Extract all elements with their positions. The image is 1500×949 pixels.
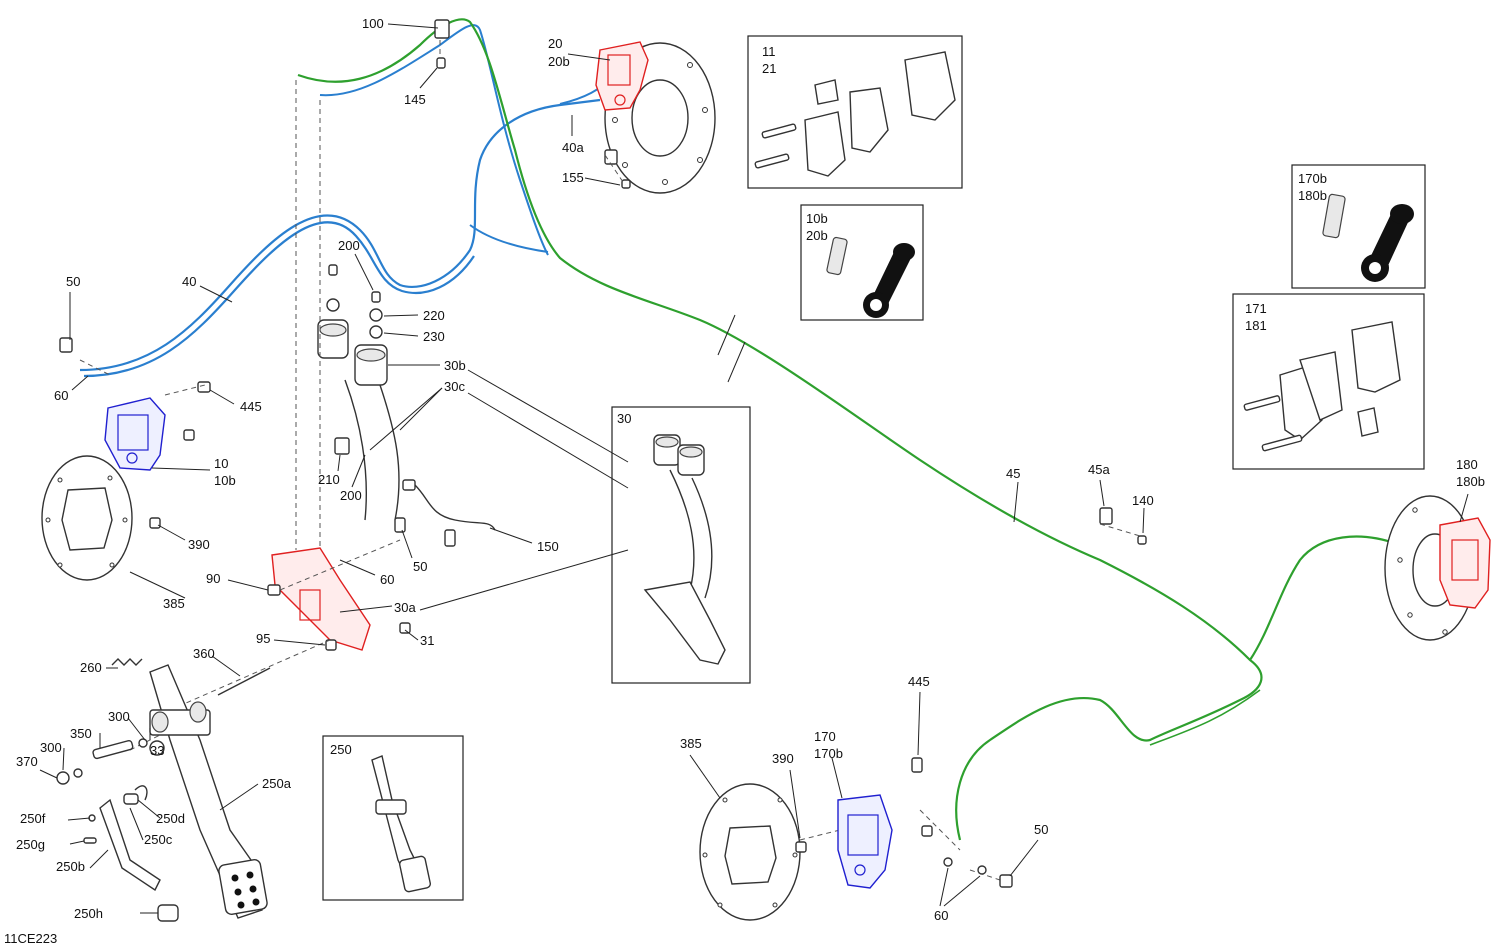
callout-45: 45: [1006, 466, 1020, 481]
inset-pads-rear: 171 181: [1232, 293, 1425, 470]
callout-90: 90: [206, 571, 220, 586]
front-left-caliper: [104, 397, 166, 471]
callout-40a: 40a: [562, 140, 584, 155]
callout-40: 40: [182, 274, 196, 289]
leader-lines: [39, 23, 1469, 914]
box-label-21: 21: [762, 61, 776, 76]
inset-master-cylinder: 30: [611, 406, 751, 684]
box-label-11: 11: [762, 44, 776, 59]
callout-170: 170: [814, 729, 836, 744]
callout-labels: 100 145 20 20b 40a 155 50 40 60 445 10 1…: [16, 16, 1485, 923]
box-label-181: 181: [1245, 318, 1267, 333]
callout-360: 360: [193, 646, 215, 661]
callout-390-front: 390: [188, 537, 210, 552]
rear-left-caliper: [795, 757, 1013, 889]
callout-60-rear: 60: [934, 908, 948, 923]
callout-155: 155: [562, 170, 584, 185]
callout-300-lower: 300: [40, 740, 62, 755]
callout-60-mid: 60: [380, 572, 394, 587]
assembly-lines: [79, 40, 1141, 881]
callout-50-rear: 50: [1034, 822, 1048, 837]
front-right-caliper: [595, 41, 649, 111]
callout-250c: 250c: [144, 832, 173, 847]
inset-bleeder-rear: 170b 180b: [1291, 164, 1426, 289]
rear-left-disc: [699, 783, 801, 921]
master-cylinder: [271, 547, 371, 651]
callout-95: 95: [256, 631, 270, 646]
callout-250h: 250h: [74, 906, 103, 921]
reservoirs: [317, 319, 400, 521]
callout-31: 31: [420, 633, 434, 648]
callout-50-front: 50: [66, 274, 80, 289]
callout-30b: 30b: [444, 358, 466, 373]
callout-10b: 10b: [214, 473, 236, 488]
callout-30c: 30c: [444, 379, 465, 394]
rear-right-caliper: [1439, 517, 1491, 609]
box-label-170b: 170b: [1298, 171, 1327, 186]
callout-20b: 20b: [548, 54, 570, 69]
front-right-disc: [604, 42, 716, 194]
box-label-20b: 20b: [806, 228, 828, 243]
box-label-10b: 10b: [806, 211, 828, 226]
callout-300-upper: 300: [108, 709, 130, 724]
inset-pads-front: 11 21: [747, 35, 963, 189]
callout-200-top: 200: [338, 238, 360, 253]
callout-30a: 30a: [394, 600, 416, 615]
callout-350: 350: [70, 726, 92, 741]
callout-220: 220: [423, 308, 445, 323]
callout-230: 230: [423, 329, 445, 344]
callout-180: 180: [1456, 457, 1478, 472]
callout-145: 145: [404, 92, 426, 107]
callout-200-mid: 200: [340, 488, 362, 503]
box-label-180b: 180b: [1298, 188, 1327, 203]
inset-pedal: 250: [322, 735, 464, 901]
callout-60-front: 60: [54, 388, 68, 403]
small-hardware: [59, 19, 1147, 651]
callout-385-rear: 385: [680, 736, 702, 751]
pedal-small-parts: [56, 658, 271, 922]
callout-250f: 250f: [20, 811, 46, 826]
callout-260: 260: [80, 660, 102, 675]
callout-100: 100: [362, 16, 384, 31]
callout-10: 10: [214, 456, 228, 471]
callout-385-front: 385: [163, 596, 185, 611]
front-left-disc: [41, 455, 133, 581]
brake-pedal: [149, 664, 268, 919]
callout-180b: 180b: [1456, 474, 1485, 489]
box-label-250: 250: [330, 742, 352, 757]
callout-250g: 250g: [16, 837, 45, 852]
callout-250a: 250a: [262, 776, 292, 791]
callout-250d: 250d: [156, 811, 185, 826]
inset-bleeder-front: 10b 20b: [800, 204, 924, 321]
callout-20: 20: [548, 36, 562, 51]
callout-370: 370: [16, 754, 38, 769]
diagram-id: 11CE223: [4, 931, 57, 946]
callout-170b: 170b: [814, 746, 843, 761]
callout-445-front: 445: [240, 399, 262, 414]
callout-210: 210: [318, 472, 340, 487]
box-label-171: 171: [1245, 301, 1267, 316]
callout-45a: 45a: [1088, 462, 1110, 477]
callout-33: 33: [150, 743, 164, 758]
front-brake-line: [79, 24, 616, 378]
callout-445-rear: 445: [908, 674, 930, 689]
callout-50-mid: 50: [413, 559, 427, 574]
callout-250b: 250b: [56, 859, 85, 874]
callout-150: 150: [537, 539, 559, 554]
callout-390-rear: 390: [772, 751, 794, 766]
callout-140: 140: [1132, 493, 1154, 508]
box-label-30: 30: [617, 411, 631, 426]
